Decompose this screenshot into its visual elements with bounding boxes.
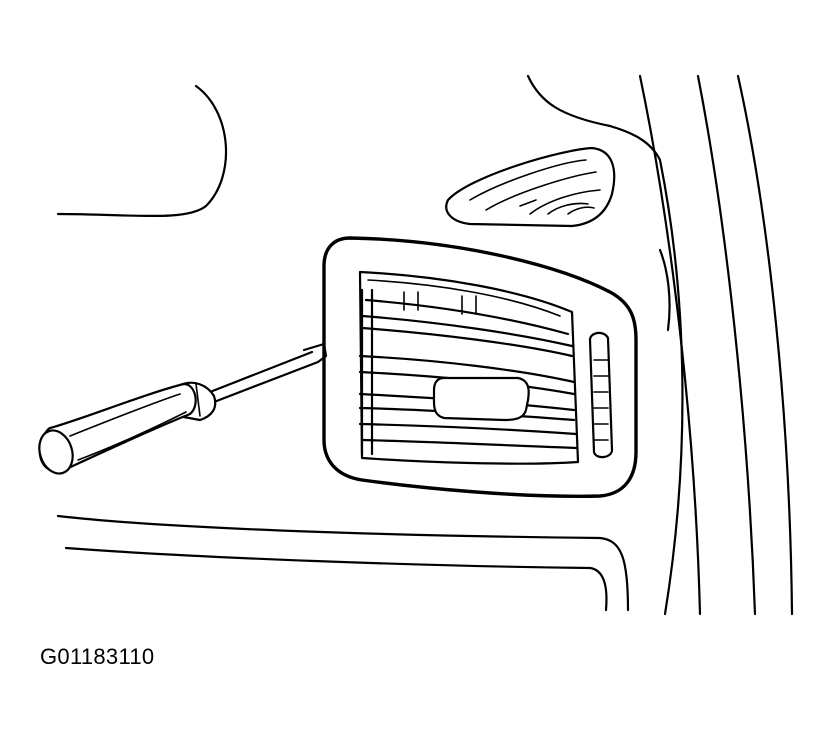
figure-code-label: G01183110 [40, 644, 155, 669]
defroster-vent [445, 146, 616, 228]
pillar-trim [526, 74, 794, 616]
vent-bezel [322, 236, 638, 498]
dash-contour-lower [56, 514, 630, 612]
louver-adjust-tab [432, 376, 530, 422]
vent-louvers [358, 270, 580, 465]
dash-contour-upper-left [56, 84, 228, 218]
vent-thumbwheel [588, 331, 614, 459]
screwdriver [38, 342, 328, 475]
